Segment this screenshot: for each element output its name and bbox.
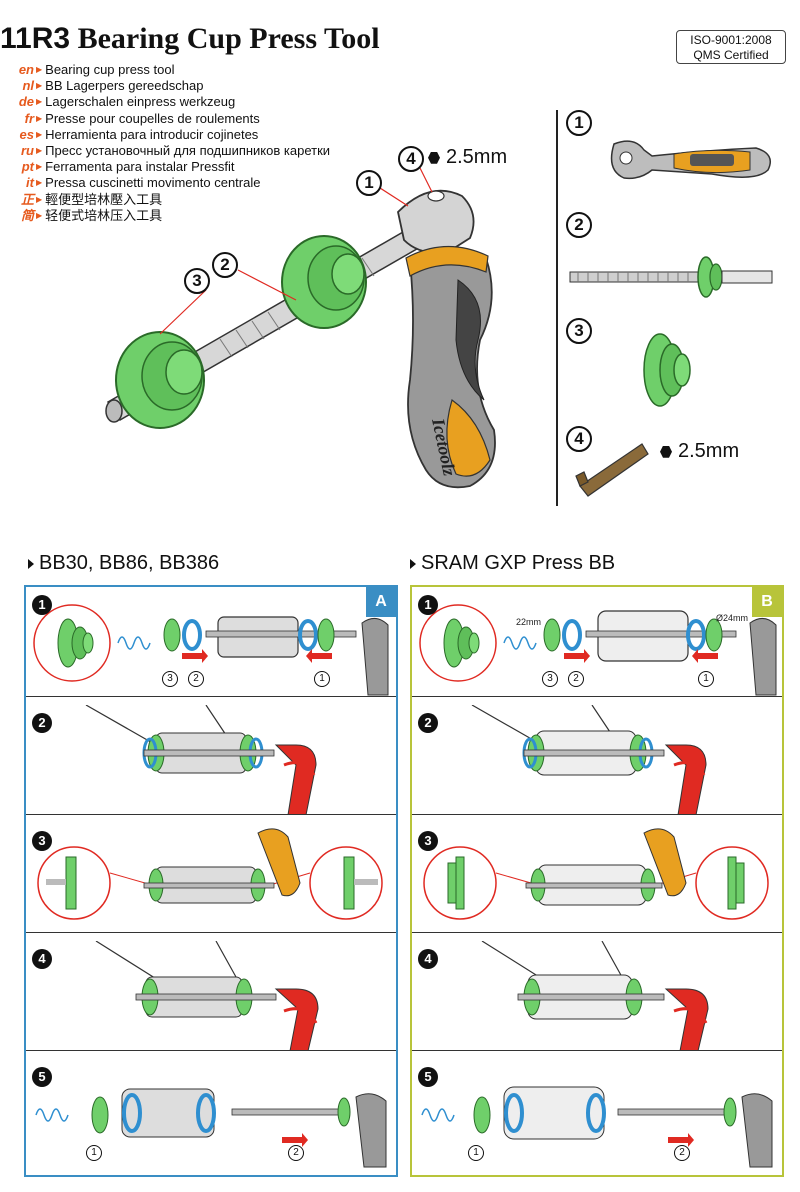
triangle-icon — [28, 558, 34, 569]
handle-illustration — [397, 189, 496, 489]
step-b-5: 5 1 2 — [412, 1059, 782, 1169]
adapter-3-illustration — [115, 331, 205, 429]
step-number: 2 — [32, 713, 52, 733]
step-b-2: 2 — [412, 705, 782, 815]
product-title: Bearing Cup Press Tool — [77, 22, 380, 55]
callout-2: 2 — [568, 671, 584, 687]
callout-1: 1 — [468, 1145, 484, 1161]
step-b-3-illustration — [423, 828, 769, 920]
callout-1: 1 — [314, 671, 330, 687]
main-tool-illustration: Icetoolz — [105, 167, 496, 489]
callout-2: 2 — [212, 252, 238, 278]
part-2-rod-icon — [569, 256, 773, 298]
triangle-icon — [410, 558, 416, 569]
leader-lines — [159, 167, 433, 335]
product-code: 11R3 — [0, 22, 71, 55]
main-hex-size: 2.5mm — [428, 146, 507, 169]
step-number: 5 — [32, 1067, 52, 1087]
arrow-icon: ▶ — [36, 97, 43, 107]
step-number: 4 — [418, 949, 438, 969]
language-list: en▶Bearing cup press tool nl▶BB Lagerper… — [4, 62, 330, 224]
step-a-5-illustration — [35, 1088, 387, 1168]
badge-a: A — [366, 587, 396, 617]
step-number: 1 — [418, 595, 438, 615]
badge-b: B — [752, 587, 782, 617]
page-title: 11R3 Bearing Cup Press Tool — [0, 22, 380, 56]
part-3-adapter-icon — [643, 333, 691, 407]
step-a-3-illustration — [37, 828, 383, 920]
lang-row: nl▶BB Lagerpers gereedschap — [22, 78, 204, 94]
lang-row: 简▶轻便式培林压入工具 — [20, 207, 163, 223]
arrow-icon: ▶ — [36, 129, 43, 139]
step-number: 2 — [418, 713, 438, 733]
step-number: 1 — [32, 595, 52, 615]
callout-2: 2 — [674, 1145, 690, 1161]
arrow-icon: ▶ — [36, 162, 43, 172]
column-b: B 1 22mm Ø24mm 3 2 1 2 — [410, 585, 784, 1177]
part-number-3: 3 — [566, 318, 592, 344]
adapter-2-illustration — [281, 235, 367, 329]
step-a-5: 5 1 2 — [26, 1059, 396, 1169]
step-b-4-illustration — [481, 941, 709, 1050]
section-b-title: SRAM GXP Press BB — [410, 552, 615, 575]
column-a: A 1 3 2 1 2 — [24, 585, 398, 1177]
part-number-4: 4 — [566, 426, 592, 452]
hex-icon — [428, 151, 440, 164]
step-a-4: 4 — [26, 941, 396, 1051]
step-number: 5 — [418, 1067, 438, 1087]
lang-row: fr▶Presse pour coupelles de roulements — [24, 110, 260, 126]
step-number: 3 — [32, 831, 52, 851]
step-a-1-illustration — [33, 604, 389, 696]
lang-row: it▶Pressa cuscinetti movimento centrale — [26, 175, 261, 191]
step-a-1: 1 3 2 1 — [26, 587, 396, 697]
step-b-2-illustration — [471, 705, 707, 814]
arrow-icon: ▶ — [36, 146, 43, 156]
step-b-1: 1 22mm Ø24mm 3 2 1 — [412, 587, 782, 697]
size-label-right: Ø24mm — [716, 613, 749, 623]
parts-divider — [556, 110, 558, 506]
lang-row: en▶Bearing cup press tool — [18, 62, 175, 77]
lang-row: ru▶Пресс установочный для подшипников ка… — [21, 143, 331, 159]
callout-1: 1 — [86, 1145, 102, 1161]
callout-2: 2 — [288, 1145, 304, 1161]
callout-3: 3 — [542, 671, 558, 687]
callout-3: 3 — [162, 671, 178, 687]
lang-row: es▶Herramienta para introducir cojinetes — [19, 126, 259, 142]
callout-1: 1 — [698, 671, 714, 687]
lang-row: 正▶輕便型培林壓入工具 — [20, 191, 163, 207]
arrow-icon: ▶ — [36, 113, 43, 123]
arrow-icon: ▶ — [36, 81, 43, 91]
callout-3: 3 — [184, 268, 210, 294]
iso-line-2: QMS Certified — [693, 48, 769, 62]
lang-row: pt▶Ferramenta para instalar Pressfit — [21, 159, 235, 175]
callout-4: 4 — [398, 146, 424, 172]
step-number: 3 — [418, 831, 438, 851]
callout-1: 1 — [356, 170, 382, 196]
part-4-size: 2.5mm — [660, 440, 739, 463]
arrow-icon: ▶ — [36, 210, 43, 220]
part-number-2: 2 — [566, 212, 592, 238]
hex-icon — [660, 445, 672, 458]
iso-line-1: ISO-9001:2008 — [690, 33, 772, 47]
step-b-3: 3 — [412, 823, 782, 933]
step-b-1-illustration — [419, 604, 777, 696]
iso-badge: ISO-9001:2008 QMS Certified — [676, 30, 786, 64]
part-4-hex-key-icon — [575, 443, 649, 497]
step-b-5-illustration — [421, 1086, 773, 1168]
arrow-icon: ▶ — [36, 178, 43, 188]
step-b-4: 4 — [412, 941, 782, 1051]
part-1-handle-icon — [610, 140, 771, 180]
arrow-icon: ▶ — [36, 194, 43, 204]
step-a-2: 2 — [26, 705, 396, 815]
step-a-2-illustration — [85, 705, 317, 814]
arrow-icon: ▶ — [36, 65, 43, 74]
part-number-1: 1 — [566, 110, 592, 136]
size-label-left: 22mm — [516, 617, 542, 627]
callout-2: 2 — [188, 671, 204, 687]
section-a-title: BB30, BB86, BB386 — [28, 552, 219, 575]
step-a-4-illustration — [95, 941, 319, 1050]
step-number: 4 — [32, 949, 52, 969]
lang-row: de▶Lagerschalen einpress werkzeug — [18, 94, 236, 110]
step-a-3: 3 — [26, 823, 396, 933]
